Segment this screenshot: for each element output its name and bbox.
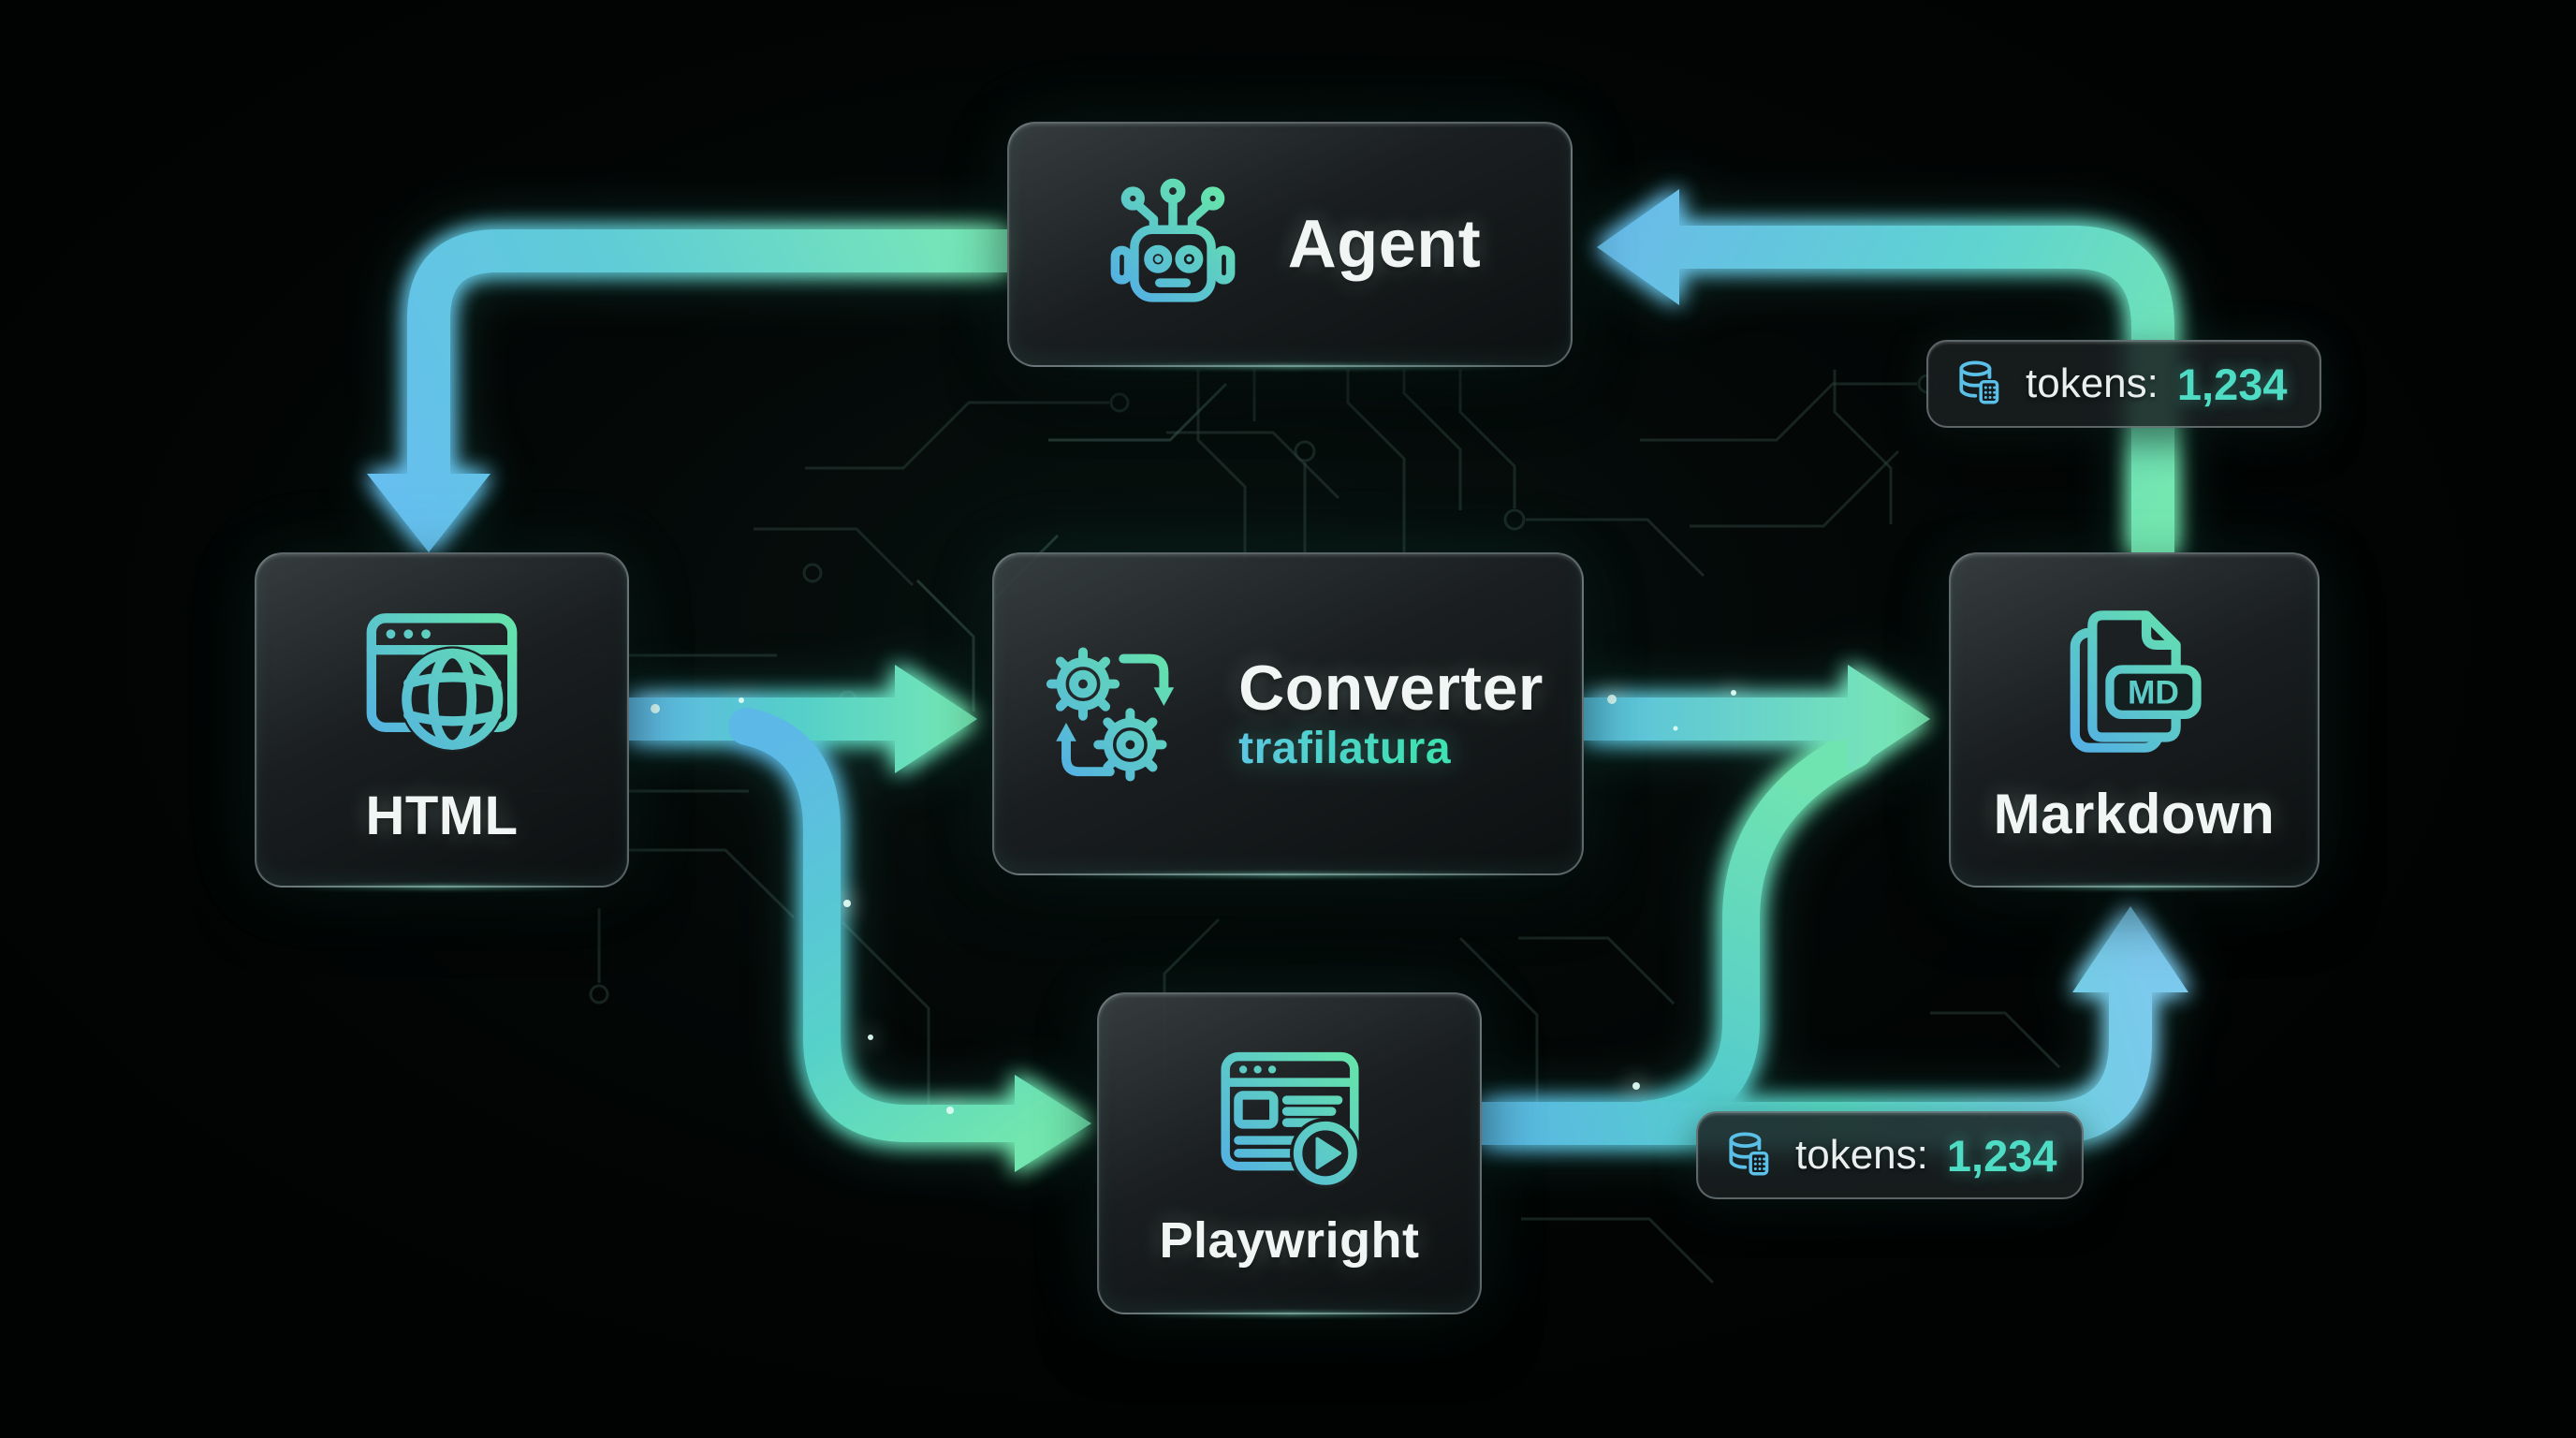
- arrow-agent-to-html: [367, 229, 1007, 552]
- node-html: HTML: [255, 552, 629, 888]
- tokens-label: tokens:: [2026, 360, 2159, 406]
- agent-label: Agent: [1287, 207, 1482, 282]
- arrow-playwright-merge: [1627, 730, 1874, 1138]
- playwright-label: Playwright: [1159, 1212, 1420, 1269]
- browser-play-icon: [1209, 1037, 1370, 1198]
- node-playwright: Playwright: [1097, 992, 1482, 1314]
- database-icon: [1722, 1128, 1777, 1182]
- tokens-value: 1,234: [2176, 359, 2288, 409]
- markdown-file-icon: MD: [2047, 594, 2221, 769]
- token-badge-playwright: tokens: 1,234: [1696, 1111, 2084, 1199]
- arrow-markdown-to-agent: [1597, 189, 2174, 554]
- browser-globe-icon: [354, 594, 530, 770]
- converter-label: Converter: [1238, 652, 1544, 724]
- token-badge-markdown: tokens: 1,234: [1926, 340, 2321, 428]
- node-agent: Agent: [1007, 122, 1573, 367]
- markdown-label: Markdown: [1993, 782, 2276, 845]
- arrow-converter-to-markdown: [1584, 665, 1930, 773]
- gears-sync-icon: [1032, 630, 1201, 799]
- arrow-html-to-playwright: [728, 708, 1091, 1172]
- node-converter: Converter trafilatura: [992, 552, 1584, 875]
- tokens-value: 1,234: [1946, 1130, 2057, 1181]
- tokens-label: tokens:: [1795, 1132, 1928, 1178]
- robot-icon: [1099, 170, 1247, 318]
- converter-sublabel: trafilatura: [1238, 724, 1452, 774]
- html-label: HTML: [365, 785, 519, 846]
- database-icon: [1953, 357, 2007, 411]
- arrow-playwright-to-markdown: [1482, 906, 2188, 1145]
- node-markdown: MD Markdown: [1949, 552, 2320, 888]
- md-badge-text: MD: [2128, 674, 2179, 711]
